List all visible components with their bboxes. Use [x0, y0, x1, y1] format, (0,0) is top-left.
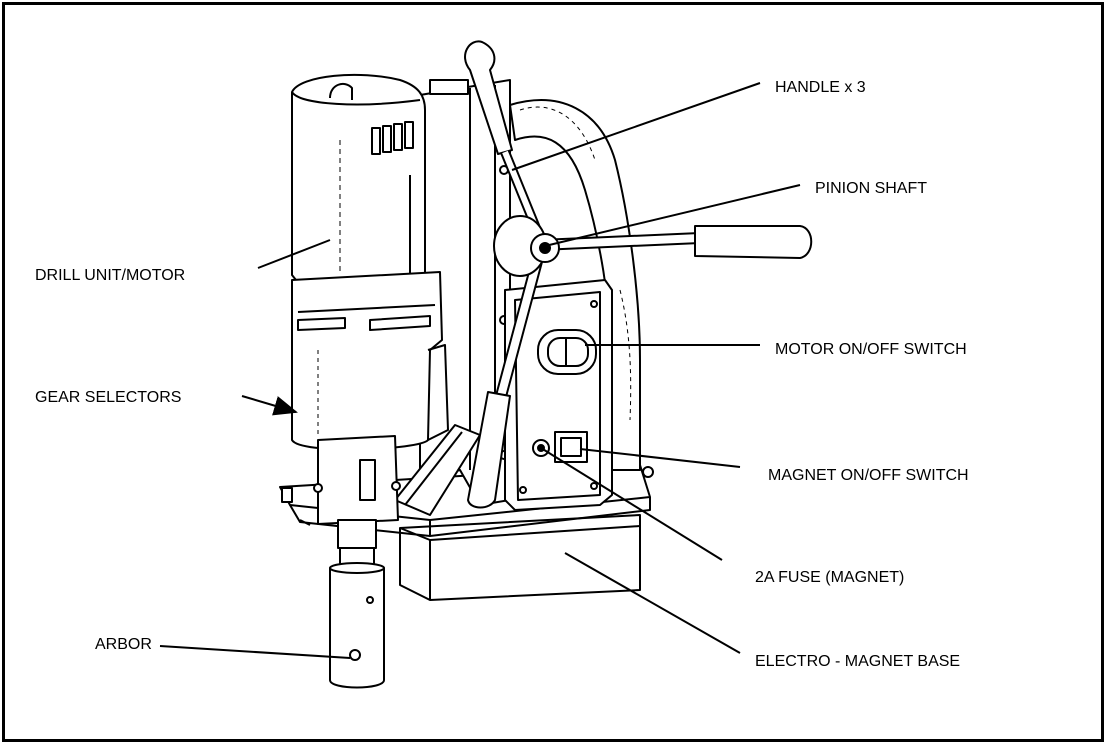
leader-lines [159, 82, 801, 659]
leader-gear-selectors [241, 395, 298, 416]
label-fuse: 2A FUSE (MAGNET) [755, 569, 904, 586]
leader-handle [511, 82, 761, 171]
magnetic-drill-illustration [279, 40, 813, 689]
label-drill-unit: DRILL UNIT/MOTOR [35, 267, 185, 284]
label-arbor: ARBOR [95, 636, 152, 653]
leader-arbor [159, 645, 351, 659]
label-pinion-shaft: PINION SHAFT [815, 180, 927, 197]
label-motor-switch: MOTOR ON/OFF SWITCH [775, 341, 967, 358]
label-handle: HANDLE x 3 [775, 79, 866, 96]
leader-pinion-shaft [544, 184, 801, 247]
leader-magnet-base [564, 552, 741, 654]
part-labels: HANDLE x 3 PINION SHAFT DRILL UNIT/MOTOR… [35, 79, 969, 670]
label-magnet-base: ELECTRO - MAGNET BASE [755, 653, 960, 670]
label-magnet-switch: MAGNET ON/OFF SWITCH [768, 467, 969, 484]
leader-fuse [540, 447, 723, 561]
leader-drill-unit [257, 239, 331, 269]
label-gear-selectors: GEAR SELECTORS [35, 389, 181, 406]
leader-magnet-switch [579, 448, 741, 468]
